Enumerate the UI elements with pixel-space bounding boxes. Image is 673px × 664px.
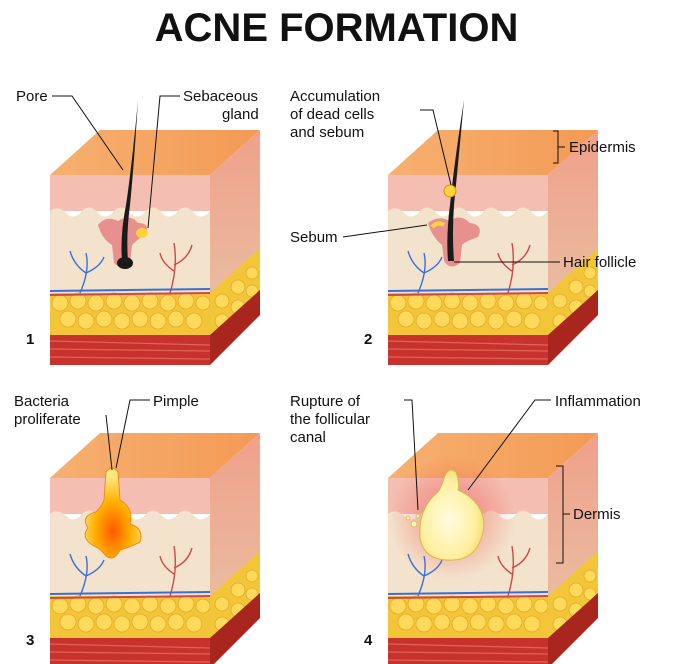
- diagram-title: ACNE FORMATION: [154, 6, 519, 50]
- label-sebaceous-gland-1: Sebaceous: [183, 88, 259, 105]
- label-rupture-2: the follicular: [290, 411, 371, 428]
- label-accumulation-1: Accumulation: [290, 88, 381, 105]
- label-accumulation-2: of dead cells: [290, 106, 375, 123]
- label-accumulation-3: and sebum: [290, 124, 365, 141]
- label-rupture-3: canal: [290, 429, 326, 446]
- panel-4-skin-block: [387, 432, 599, 664]
- label-epidermis: Epidermis: [569, 139, 636, 156]
- label-pimple: Pimple: [153, 393, 199, 410]
- panel-number-1: 1: [26, 331, 35, 348]
- panel-2-skin-block: [387, 100, 599, 366]
- label-rupture-1: Rupture of: [290, 393, 361, 410]
- label-hair-follicle: Hair follicle: [563, 254, 637, 271]
- label-sebaceous-gland-2: gland: [222, 106, 259, 123]
- label-sebum: Sebum: [290, 229, 338, 246]
- leader-lines: [52, 95, 570, 564]
- panel-number-3: 3: [26, 632, 35, 649]
- panel-number-4: 4: [364, 632, 373, 649]
- label-inflammation: Inflammation: [555, 393, 641, 410]
- label-dermis: Dermis: [573, 506, 621, 523]
- panel-3-skin-block: [49, 432, 261, 664]
- label-bacteria-2: proliferate: [14, 411, 81, 428]
- label-bacteria-1: Bacteria: [14, 393, 70, 410]
- label-pore: Pore: [16, 88, 48, 105]
- panel-1-skin-block: [49, 100, 261, 366]
- panel-number-2: 2: [364, 331, 373, 348]
